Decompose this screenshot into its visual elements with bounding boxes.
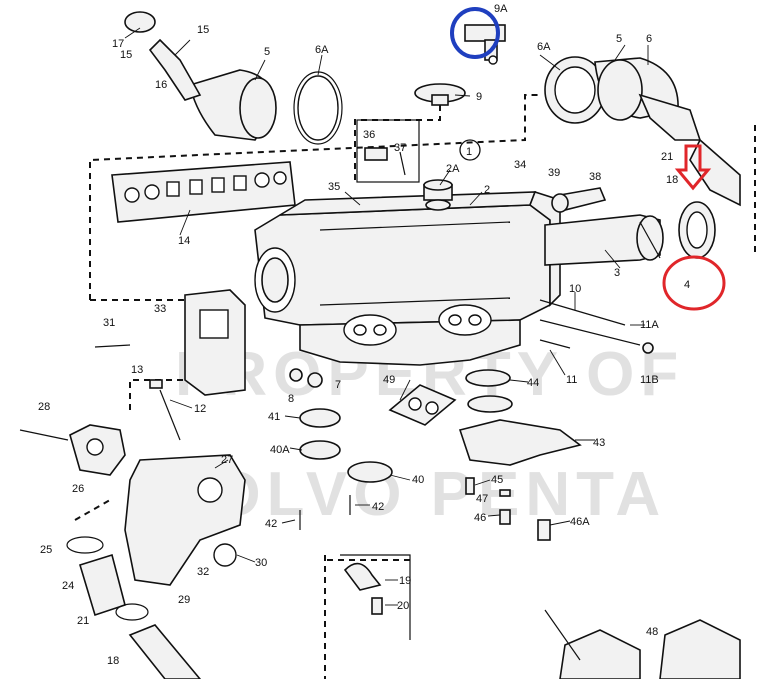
small-bolts (465, 477, 551, 541)
callout-35: 35 (328, 181, 340, 193)
callout-17: 17 (112, 38, 124, 50)
elbow-assembly-left (124, 11, 343, 145)
callout-40A: 40A (270, 444, 290, 456)
callout-40: 40 (412, 474, 424, 486)
thermostat-housing (19, 389, 246, 586)
callout-18: 18 (666, 174, 678, 186)
callout-6A: 6A (537, 41, 551, 53)
callout-42: 42 (265, 518, 277, 530)
end-plate (184, 289, 246, 396)
small-pipe (551, 187, 607, 213)
studs-left (94, 344, 323, 389)
callout-44: 44 (527, 377, 539, 389)
callout-12: 12 (194, 403, 206, 415)
callout-30: 30 (255, 557, 267, 569)
red-highlight-circle (662, 255, 726, 311)
circled-number-1: 1 (459, 139, 481, 161)
callout-18: 18 (107, 655, 119, 667)
watermark-line-2: VOLVO PENTA (165, 460, 666, 529)
red-down-arrow (674, 144, 712, 191)
callout-38: 38 (589, 171, 601, 183)
lower-hoses (66, 536, 237, 679)
sleeve-part (678, 201, 716, 259)
callout-7: 7 (335, 379, 341, 391)
callout-13: 13 (131, 364, 143, 376)
lower-right-flange (544, 609, 741, 679)
cooler-tube (544, 214, 664, 266)
callout-9: 9 (476, 91, 482, 103)
callout-6: 6 (646, 33, 652, 45)
callout-26: 26 (72, 483, 84, 495)
callout-49: 49 (383, 374, 395, 386)
callout-28: 28 (38, 401, 50, 413)
clamp-box (340, 554, 411, 640)
gasket-plate (111, 161, 296, 223)
callout-19: 19 (399, 575, 411, 587)
callout-41: 41 (268, 411, 280, 423)
filler-neck (423, 179, 453, 211)
callout-45: 45 (491, 474, 503, 486)
callout-29: 29 (178, 594, 190, 606)
callout-47: 47 (476, 493, 488, 505)
callout-24: 24 (62, 580, 74, 592)
callout-6A: 6A (315, 44, 329, 56)
callout-36: 36 (363, 129, 375, 141)
callout-37: 37 (394, 142, 406, 154)
callout-8: 8 (288, 393, 294, 405)
callout-21: 21 (77, 615, 89, 627)
callout-11A: 11A (640, 319, 659, 331)
callout-16: 16 (155, 79, 167, 91)
callout-48: 48 (646, 626, 658, 638)
callout-10: 10 (569, 283, 581, 295)
callout-21: 21 (661, 151, 673, 163)
callout-32: 32 (197, 566, 209, 578)
exhaust-manifold (254, 191, 561, 366)
callout-20: 20 (397, 600, 409, 612)
blue-highlight-circle (450, 7, 500, 59)
callout-39: 39 (548, 167, 560, 179)
callout-2: 2 (484, 184, 490, 196)
callout-31: 31 (103, 317, 115, 329)
long-bolts (539, 299, 654, 354)
elbow-assembly-right (544, 56, 741, 207)
callout-42: 42 (372, 501, 384, 513)
circled-number-text: 1 (466, 146, 472, 158)
callout-25: 25 (40, 544, 52, 556)
callout-4: 4 (684, 279, 690, 291)
callout-labels: 17 15 15 16 5 6A 9A 9 6A 5 6 36 37 2A 34… (38, 3, 690, 667)
bracket-36-37-box (356, 119, 420, 183)
callout-3: 3 (614, 267, 620, 279)
callout-15: 15 (120, 49, 132, 61)
callout-2A: 2A (446, 163, 460, 175)
exhaust-pipe (388, 369, 582, 466)
callout-9A: 9A (494, 3, 508, 15)
callout-11: 11 (566, 374, 577, 386)
callout-33: 33 (154, 303, 166, 315)
callout-14: 14 (178, 235, 190, 247)
callout-5: 5 (264, 46, 270, 58)
callout-11B: 11B (640, 374, 659, 386)
callout-5: 5 (616, 33, 622, 45)
leader-lines (124, 27, 649, 606)
callout-15: 15 (197, 24, 209, 36)
callout-27: 27 (221, 454, 233, 466)
callout-46A: 46A (570, 516, 590, 528)
callout-46: 46 (474, 512, 486, 524)
filler-cap-group (414, 24, 506, 106)
callout-43: 43 (593, 437, 605, 449)
callout-34: 34 (514, 159, 526, 171)
